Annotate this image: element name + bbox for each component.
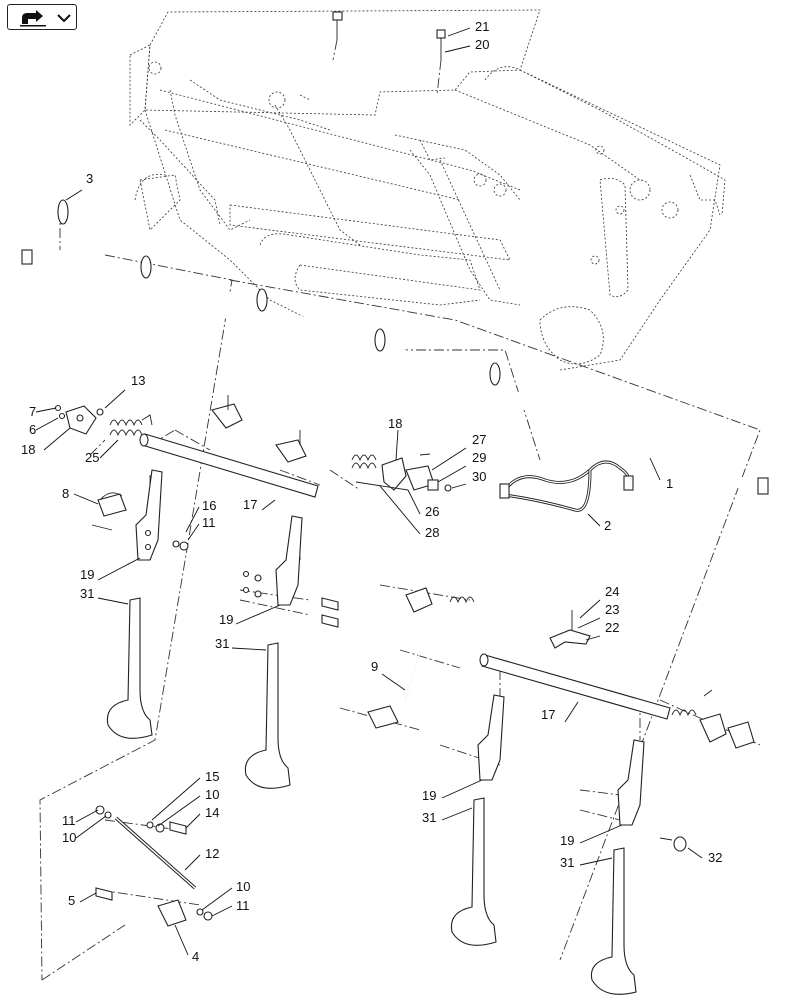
callout-5: 5 [68,893,75,908]
callout-19: 19 [560,833,574,848]
callout-23: 23 [605,602,619,617]
callout-19: 19 [422,788,436,803]
callout-18: 18 [388,416,402,431]
spring-center [351,429,467,535]
ring-32 [659,836,703,859]
callout-19: 19 [219,612,233,627]
callout-11: 11 [62,813,76,828]
callout-10: 10 [236,879,250,894]
linkage-rod-12 [75,777,233,956]
callout-3: 3 [86,171,93,186]
tine-31-a [97,597,153,739]
washer-16-11 [172,506,200,551]
arm-19-d [579,739,645,844]
callout-2: 2 [604,518,611,533]
callout-10: 10 [62,830,76,845]
callout-31: 31 [560,855,574,870]
bracket-22-24 [549,599,601,649]
callout-20: 20 [475,37,489,52]
arm-19-c [441,694,505,799]
tine-31-c [441,797,497,946]
header-frame [129,9,726,371]
callout-31: 31 [422,810,436,825]
arm-19-a [97,469,163,581]
harness-2 [499,460,634,527]
wire-rod-1 [21,246,769,495]
assembly-boundaries [39,210,761,981]
bracket-top-left [211,395,307,463]
spring-25 [99,414,153,459]
callout-31: 31 [215,636,229,651]
clips-3 [57,189,501,386]
callout-18: 18 [21,442,35,457]
arm-19-b [235,515,339,628]
callout-10: 10 [205,787,219,802]
right-end-latch [671,689,755,749]
latch-18-left [35,389,126,451]
callout-29: 29 [472,450,486,465]
callout-26: 26 [425,504,439,519]
callout-11: 11 [202,515,216,530]
return-button[interactable] [7,4,77,30]
callout-17: 17 [243,497,257,512]
link-9 [367,587,475,729]
callout-7: 7 [29,404,36,419]
callout-24: 24 [605,584,619,599]
callout-32: 32 [708,850,722,865]
callout-28: 28 [425,525,439,540]
callout-16: 16 [202,498,216,513]
callout-19: 19 [80,567,94,582]
callout-4: 4 [192,949,199,964]
callout-22: 22 [605,620,619,635]
callout-25: 25 [85,450,99,465]
callout-21: 21 [475,19,489,34]
callout-15: 15 [205,769,219,784]
callout-27: 27 [472,432,486,447]
plate-8 [73,492,127,531]
tine-31-d [579,847,637,995]
tine-31-b [231,642,291,789]
return-arrow-icon [20,10,71,27]
callout-1: 1 [666,476,673,491]
callout-17: 17 [541,707,555,722]
shaft-17-right [479,653,671,723]
callout-12: 12 [205,846,219,861]
shaft-17-left [139,433,319,511]
callout-11: 11 [236,898,250,913]
callout-14: 14 [205,805,219,820]
callout-13: 13 [131,373,145,388]
callout-30: 30 [472,469,486,484]
callout-6: 6 [29,422,36,437]
callout-8: 8 [62,486,69,501]
callout-9: 9 [371,659,378,674]
callout-31: 31 [80,586,94,601]
bolt-21 [332,11,471,96]
